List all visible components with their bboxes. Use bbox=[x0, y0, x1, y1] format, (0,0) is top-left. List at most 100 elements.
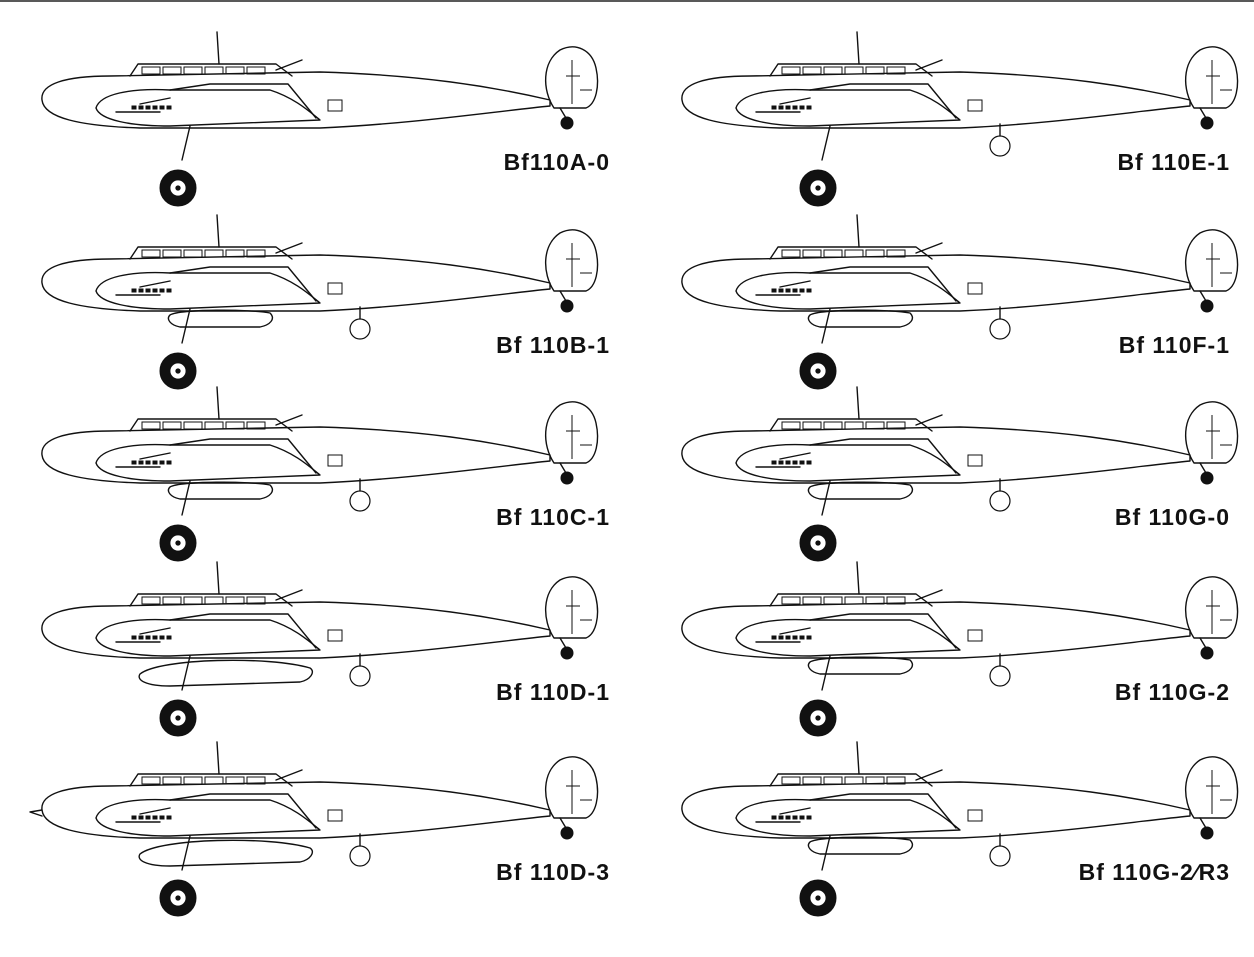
aircraft-profile-bf110g2r3: Bf 110G-2∕R3 bbox=[640, 730, 1240, 917]
airframe bbox=[29, 741, 599, 917]
exhaust-stub bbox=[159, 460, 165, 465]
aircraft-silhouette bbox=[29, 741, 599, 917]
underwing-store bbox=[349, 318, 371, 340]
rudder-lines bbox=[566, 590, 592, 634]
exhaust-lines bbox=[115, 452, 171, 468]
rear-gun bbox=[275, 59, 303, 71]
engine-nacelle bbox=[95, 88, 321, 127]
variant-label: Bf 110D-3 bbox=[496, 859, 610, 885]
main-wheel bbox=[799, 524, 837, 562]
airframe bbox=[681, 31, 1239, 207]
exhaust-stub bbox=[138, 815, 144, 820]
exhaust-lines bbox=[115, 97, 171, 113]
canopy-panel bbox=[141, 421, 161, 430]
fuselage-hatch bbox=[967, 454, 983, 467]
wing-root bbox=[809, 613, 957, 649]
tailwheel-leg bbox=[559, 817, 567, 829]
rear-gun bbox=[275, 242, 303, 254]
main-wheel bbox=[799, 699, 837, 737]
tailwheel-leg bbox=[1199, 817, 1207, 829]
main-gear-leg bbox=[181, 308, 191, 344]
canopy-panel bbox=[141, 776, 161, 785]
canopy-panel bbox=[802, 249, 822, 258]
exhaust-stub bbox=[131, 288, 137, 293]
rear-gun bbox=[275, 769, 303, 781]
canopy-panel bbox=[141, 249, 161, 258]
canopy-frame bbox=[769, 246, 933, 260]
underwing-store bbox=[989, 135, 1011, 157]
exhaust-stub bbox=[152, 288, 158, 293]
engine-nacelle bbox=[735, 443, 961, 482]
fuselage-outline bbox=[41, 426, 551, 484]
fuselage-outline bbox=[41, 601, 551, 659]
engine-nacelle bbox=[735, 88, 961, 127]
exhaust-stub bbox=[145, 460, 151, 465]
tail-wheel bbox=[560, 299, 574, 313]
canopy-panel bbox=[204, 776, 224, 785]
canopy-panel bbox=[844, 249, 864, 258]
main-gear-leg bbox=[821, 835, 831, 871]
main-wheel bbox=[159, 699, 197, 737]
engine-nacelle bbox=[95, 798, 321, 837]
exhaust-stub bbox=[145, 288, 151, 293]
tailwheel-leg bbox=[559, 637, 567, 649]
radio-mast bbox=[216, 214, 220, 248]
exhaust-stub bbox=[792, 815, 798, 820]
tail-fin bbox=[1184, 576, 1239, 639]
exhaust-stub bbox=[778, 815, 784, 820]
exhaust-stub bbox=[138, 288, 144, 293]
variant-label: Bf 110E-1 bbox=[1117, 149, 1230, 175]
exhaust-stub bbox=[152, 105, 158, 110]
aircraft-silhouette bbox=[681, 31, 1239, 207]
engine-nacelle bbox=[95, 618, 321, 657]
tailwheel-leg bbox=[559, 462, 567, 474]
engine-nacelle bbox=[735, 271, 961, 310]
airframe bbox=[681, 386, 1239, 562]
main-gear-leg bbox=[181, 125, 191, 161]
canopy-panel bbox=[141, 66, 161, 75]
radio-mast bbox=[216, 561, 220, 595]
airframe bbox=[681, 561, 1239, 737]
main-wheel bbox=[799, 169, 837, 207]
radio-mast bbox=[856, 386, 860, 420]
exhaust-stub bbox=[152, 815, 158, 820]
main-wheel bbox=[159, 879, 197, 917]
exhaust-lines bbox=[115, 280, 171, 296]
exhaust-stub bbox=[792, 288, 798, 293]
exhaust-stub bbox=[145, 105, 151, 110]
aircraft-silhouette bbox=[681, 386, 1239, 562]
canopy-panel bbox=[246, 596, 266, 605]
underwing-store bbox=[349, 845, 371, 867]
canopy-panel bbox=[183, 776, 203, 785]
fuselage-hatch bbox=[967, 282, 983, 295]
exhaust-stub bbox=[145, 815, 151, 820]
canopy-frame bbox=[129, 63, 293, 77]
exhaust-stub bbox=[785, 635, 791, 640]
tail-fin bbox=[544, 756, 599, 819]
exhaust-stub bbox=[806, 288, 812, 293]
exhaust-stub bbox=[166, 815, 172, 820]
wing-root bbox=[169, 793, 317, 829]
ventral-tank bbox=[138, 839, 314, 867]
canopy-panel bbox=[865, 596, 885, 605]
engine-nacelle bbox=[95, 443, 321, 482]
aircraft-profile-bf110g0: Bf 110G-0 bbox=[640, 375, 1240, 562]
canopy-panel bbox=[204, 66, 224, 75]
exhaust-stub bbox=[159, 288, 165, 293]
airframe bbox=[41, 31, 599, 207]
radio-mast bbox=[856, 31, 860, 65]
canopy-panel bbox=[162, 66, 182, 75]
canopy-panel bbox=[162, 596, 182, 605]
wing-root bbox=[809, 438, 957, 474]
canopy-panel bbox=[781, 421, 801, 430]
canopy-frame bbox=[769, 593, 933, 607]
exhaust-stub bbox=[799, 635, 805, 640]
canopy-panel bbox=[781, 249, 801, 258]
rudder-lines bbox=[566, 60, 592, 104]
fuselage-hatch bbox=[967, 629, 983, 642]
rudder-lines bbox=[1206, 590, 1232, 634]
fuselage-outline bbox=[681, 71, 1191, 129]
tail-wheel bbox=[1200, 299, 1214, 313]
exhaust-stub bbox=[806, 635, 812, 640]
